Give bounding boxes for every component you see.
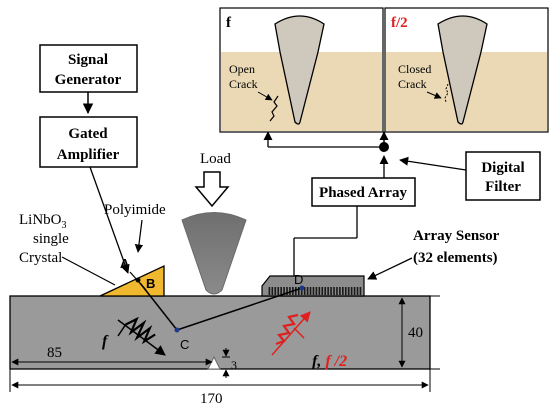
array-element	[283, 287, 285, 295]
array-element	[280, 287, 282, 295]
notch-depth-label: 3	[231, 358, 237, 372]
svg-text:single: single	[33, 231, 69, 247]
array-element	[336, 287, 338, 295]
path-b-c	[139, 282, 178, 331]
received-frequency-label: f, f /2	[312, 353, 347, 370]
array-sensor	[261, 275, 365, 297]
array-element	[347, 287, 350, 295]
array-element	[327, 287, 329, 295]
phased-array-box: Phased Array	[311, 177, 416, 207]
array-element	[289, 287, 291, 295]
panel-f-title: f	[226, 15, 232, 31]
gated-amplifier-box: Gated Amplifier	[39, 116, 138, 168]
received-wave-icon	[271, 311, 311, 356]
arrow-array-sensor	[367, 257, 413, 280]
array-element	[318, 287, 321, 295]
linbo3-leader-line	[61, 256, 116, 286]
array-element	[344, 287, 347, 295]
array-element	[353, 287, 356, 295]
array-element	[297, 287, 300, 295]
array-element	[330, 287, 332, 295]
array-sensor-label-2: (32 elements)	[413, 250, 498, 266]
wedge-transducer	[99, 264, 165, 297]
panel-f2-title: f/2	[391, 15, 408, 31]
array-element	[321, 287, 324, 295]
open-crack-line	[269, 95, 279, 122]
load-arrow-icon	[194, 171, 230, 208]
array-element	[324, 287, 327, 295]
point-c-marker	[174, 327, 180, 333]
polyimide-label: Polyimide	[104, 202, 166, 218]
incident-frequency-label: f	[102, 333, 109, 350]
array-element	[315, 287, 318, 295]
array-element	[359, 287, 362, 295]
array-element	[271, 287, 274, 295]
panel-open-crack: f Open Crack	[219, 7, 384, 133]
length-label: 170	[200, 391, 223, 407]
arrow-filter-pointer	[399, 156, 467, 171]
svg-text:Crystal: Crystal	[19, 250, 62, 266]
digital-filter-box: Digital Filter	[465, 151, 541, 201]
signal-generator-label-1: Signal	[68, 52, 108, 68]
incident-wave-icon	[117, 316, 166, 356]
array-element	[286, 287, 288, 295]
point-d-label: D	[294, 272, 303, 287]
point-b-label: B	[146, 276, 155, 291]
digital-filter-label-1: Digital	[481, 160, 524, 176]
array-element	[277, 287, 280, 295]
linbo3-label: LiNbO3 single Crystal	[19, 212, 69, 266]
array-element	[342, 287, 344, 295]
array-element	[333, 287, 335, 295]
array-element	[300, 287, 303, 295]
arrow-polyimide	[134, 219, 144, 253]
open-crack-label-1: Open	[229, 62, 255, 76]
svg-text:LiNbO3: LiNbO3	[19, 212, 67, 231]
gated-amplifier-label-1: Gated	[68, 126, 108, 142]
specimen-block	[9, 295, 431, 370]
array-element	[312, 287, 315, 295]
array-element	[295, 287, 297, 295]
point-a-label: A	[120, 256, 130, 271]
digital-filter-label-2: Filter	[485, 179, 521, 195]
signal-generator-label-2: Generator	[55, 72, 122, 88]
array-element	[306, 287, 309, 295]
point-d-marker	[299, 285, 305, 291]
closed-crack-label-2: Crack	[398, 77, 427, 91]
closed-crack-line	[444, 83, 449, 103]
load-indenter	[181, 212, 247, 295]
closed-crack-label-1: Closed	[398, 62, 431, 76]
half-length-label: 85	[47, 345, 62, 361]
arrow-amplifier-to-crystal	[89, 166, 130, 274]
gated-amplifier-label-2: Amplifier	[57, 147, 120, 163]
array-sensor-label-1: Array Sensor	[413, 228, 500, 244]
array-element	[303, 287, 306, 295]
array-element	[309, 287, 312, 295]
load-label: Load	[200, 151, 231, 167]
array-element	[356, 287, 359, 295]
array-element	[268, 287, 271, 295]
array-element	[274, 287, 277, 295]
panel-closed-crack: f/2 Closed Crack	[384, 7, 549, 133]
array-element	[350, 287, 353, 295]
open-crack-label-2: Crack	[229, 77, 258, 91]
signal-generator-box: Signal Generator	[39, 44, 138, 93]
thickness-label: 40	[408, 325, 423, 341]
point-c-label: C	[180, 337, 189, 352]
path-c-d	[176, 287, 303, 331]
array-element	[339, 287, 341, 295]
phased-array-label: Phased Array	[319, 185, 407, 201]
